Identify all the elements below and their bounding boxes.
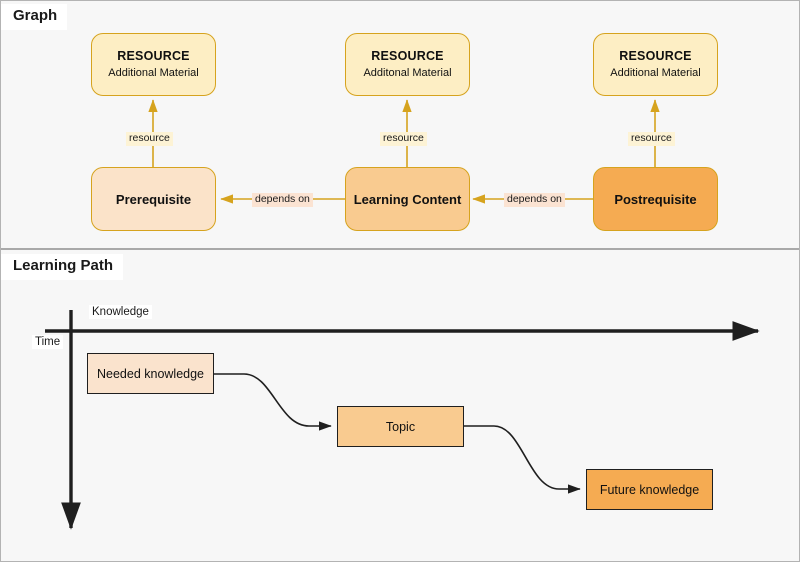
node-postrequisite-label: Postrequisite: [614, 191, 697, 207]
edge-label-postreq-content: depends on: [504, 193, 565, 207]
edge-label-content-prereq: depends on: [252, 193, 313, 207]
node-learning-content[interactable]: Learning Content: [345, 167, 470, 231]
path-box-topic[interactable]: Topic: [337, 406, 464, 447]
node-learning-content-label: Learning Content: [353, 191, 462, 207]
edge-label-postreq-resource: resource: [628, 132, 675, 146]
path-box-future-knowledge-label: Future knowledge: [599, 482, 700, 497]
graph-section-title: Graph: [1, 4, 68, 30]
time-axis-label: Time: [32, 335, 64, 349]
path-box-needed-knowledge[interactable]: Needed knowledge: [87, 353, 214, 394]
node-prerequisite-label: Prerequisite: [115, 191, 192, 207]
node-resource-left-subtitle: Additional Material: [108, 67, 199, 80]
knowledge-axis-label: Knowledge: [89, 305, 152, 319]
path-box-future-knowledge[interactable]: Future knowledge: [586, 469, 713, 510]
node-resource-right[interactable]: RESOURCE Additional Material: [593, 33, 718, 96]
edge-label-prereq-resource: resource: [126, 132, 173, 146]
node-resource-right-subtitle: Additional Material: [610, 67, 701, 80]
node-resource-left-title: RESOURCE: [117, 48, 190, 63]
node-resource-middle[interactable]: RESOURCE Additonal Material: [345, 33, 470, 96]
node-resource-middle-title: RESOURCE: [371, 48, 444, 63]
node-resource-right-title: RESOURCE: [619, 48, 692, 63]
node-resource-left[interactable]: RESOURCE Additional Material: [91, 33, 216, 96]
edge-label-content-resource: resource: [380, 132, 427, 146]
node-prerequisite[interactable]: Prerequisite: [91, 167, 216, 231]
node-resource-middle-subtitle: Additonal Material: [363, 67, 452, 80]
learning-path-section-title: Learning Path: [1, 254, 124, 280]
path-box-needed-knowledge-label: Needed knowledge: [96, 366, 205, 381]
node-postrequisite[interactable]: Postrequisite: [593, 167, 718, 231]
path-box-topic-label: Topic: [385, 419, 416, 434]
